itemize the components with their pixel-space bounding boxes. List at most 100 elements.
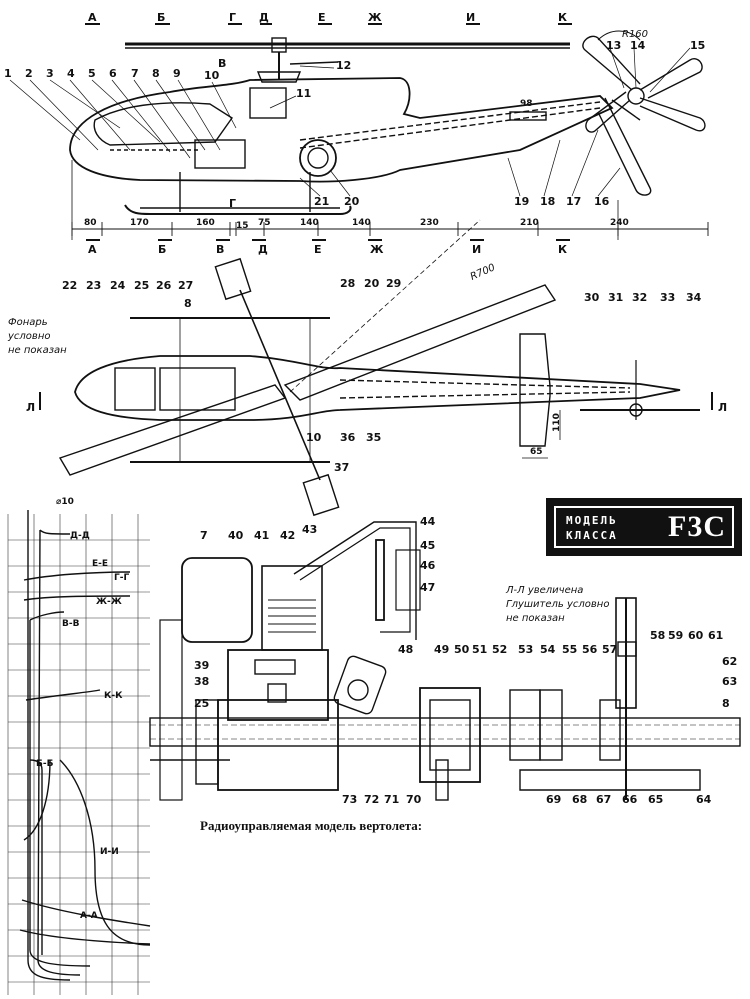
- part-1: 1: [4, 67, 12, 80]
- part-47: 47: [420, 581, 436, 594]
- part-67: 67: [596, 793, 612, 806]
- part-42: 42: [280, 529, 296, 542]
- part-8-detail: 8: [722, 697, 730, 710]
- section-mark-g-top: Г: [229, 11, 237, 24]
- part-64: 64: [696, 793, 712, 806]
- part-73: 73: [342, 793, 358, 806]
- part-71: 71: [384, 793, 400, 806]
- part-21: 21: [314, 195, 330, 208]
- dim-170: 170: [130, 218, 149, 228]
- part-19: 19: [514, 195, 530, 208]
- part-25: 25: [134, 279, 150, 292]
- title-badge: МОДЕЛЬ КЛАССА F3C: [546, 498, 742, 556]
- part-28: 28: [340, 277, 356, 290]
- section-mark-i-top: И: [466, 11, 476, 24]
- part-25-detail: 25: [194, 697, 210, 710]
- profile-ee: Е-Е: [92, 559, 109, 569]
- part-26: 26: [156, 279, 172, 292]
- canopy-note-line3: не показан: [8, 345, 67, 356]
- plan-view: [39, 219, 713, 517]
- section-mark-e-top: Е: [318, 11, 326, 24]
- part-49: 49: [434, 643, 450, 656]
- part-59: 59: [668, 629, 684, 642]
- part-60: 60: [688, 629, 704, 642]
- section-mark-d-bottom: Д: [258, 243, 268, 256]
- part-29: 29: [386, 277, 402, 290]
- dim-210: 210: [520, 218, 539, 228]
- part-33: 33: [660, 291, 676, 304]
- section-curves: [19, 510, 151, 981]
- dim-240: 240: [610, 218, 629, 228]
- profile-zhzh: Ж-Ж: [96, 597, 122, 607]
- side-view: [69, 23, 709, 241]
- part-7-detail: 7: [200, 529, 208, 542]
- part-6: 6: [109, 67, 117, 80]
- section-mark-a-top: А: [88, 11, 97, 24]
- part-12: 12: [336, 59, 352, 72]
- dim-15: 15: [236, 221, 249, 231]
- part-66: 66: [622, 793, 638, 806]
- part-23: 23: [86, 279, 102, 292]
- profile-vv: В-В: [62, 619, 80, 629]
- dim-140a: 140: [300, 218, 319, 228]
- dim-d10: ⌀10: [56, 497, 74, 507]
- part-27: 27: [178, 279, 194, 292]
- figure-caption: Радиоуправляемая модель вертолета:: [200, 818, 423, 833]
- part-45: 45: [420, 539, 436, 552]
- part-36: 36: [340, 431, 356, 444]
- dim-65: 65: [530, 447, 543, 457]
- profile-dd: Д-Д: [70, 531, 90, 541]
- section-mark-a-bottom: А: [88, 243, 97, 256]
- part-48: 48: [398, 643, 414, 656]
- ll-note-line1: Л-Л увеличена: [506, 585, 584, 596]
- part-32: 32: [632, 291, 648, 304]
- section-mark-l-left: Л: [26, 401, 36, 414]
- section-mark-v-bottom: В: [216, 243, 225, 256]
- part-10-plan: 10: [306, 431, 322, 444]
- part-38: 38: [194, 675, 210, 688]
- part-24: 24: [110, 279, 126, 292]
- dim-160: 160: [196, 218, 215, 228]
- part-68: 68: [572, 793, 588, 806]
- part-56: 56: [582, 643, 598, 656]
- part-52: 52: [492, 643, 508, 656]
- part-3: 3: [46, 67, 54, 80]
- section-mark-k-bottom: К: [558, 243, 567, 256]
- section-mark-k-top: К: [558, 11, 567, 24]
- part-20: 20: [344, 195, 360, 208]
- section-mark-b-top: Б: [157, 11, 166, 24]
- dim-r160: R160: [622, 29, 649, 40]
- part-55: 55: [562, 643, 578, 656]
- part-54: 54: [540, 643, 556, 656]
- part-8-plan: 8: [184, 297, 192, 310]
- part-14: 14: [630, 39, 646, 52]
- part-58: 58: [650, 629, 666, 642]
- part-5: 5: [88, 67, 96, 80]
- badge-class-code: F3C: [668, 510, 726, 543]
- ll-note-line2: Глушитель условно: [506, 599, 610, 610]
- part-61: 61: [708, 629, 724, 642]
- part-16: 16: [594, 195, 610, 208]
- part-70: 70: [406, 793, 422, 806]
- part-63: 63: [722, 675, 738, 688]
- dim-75: 75: [258, 218, 271, 228]
- part-44: 44: [420, 515, 436, 528]
- section-mark-g-mid: Г: [229, 197, 237, 210]
- profile-ii: И-И: [100, 847, 119, 857]
- part-31: 31: [608, 291, 624, 304]
- part-72: 72: [364, 793, 380, 806]
- part-20-plan: 20: [364, 277, 380, 290]
- profile-aa: А-А: [80, 911, 98, 921]
- profile-bb: Б-Б: [36, 759, 54, 769]
- part-40: 40: [228, 529, 244, 542]
- part-41: 41: [254, 529, 270, 542]
- part-15: 15: [690, 39, 706, 52]
- badge-line2: КЛАССА: [566, 529, 618, 542]
- section-mark-zh-bottom: Ж: [370, 243, 384, 256]
- part-65: 65: [648, 793, 664, 806]
- section-mark-i-bottom: И: [472, 243, 482, 256]
- dim-80: 80: [84, 218, 97, 228]
- section-mark-l-right: Л: [718, 401, 728, 414]
- canopy-note-line1: Фонарь: [8, 317, 48, 328]
